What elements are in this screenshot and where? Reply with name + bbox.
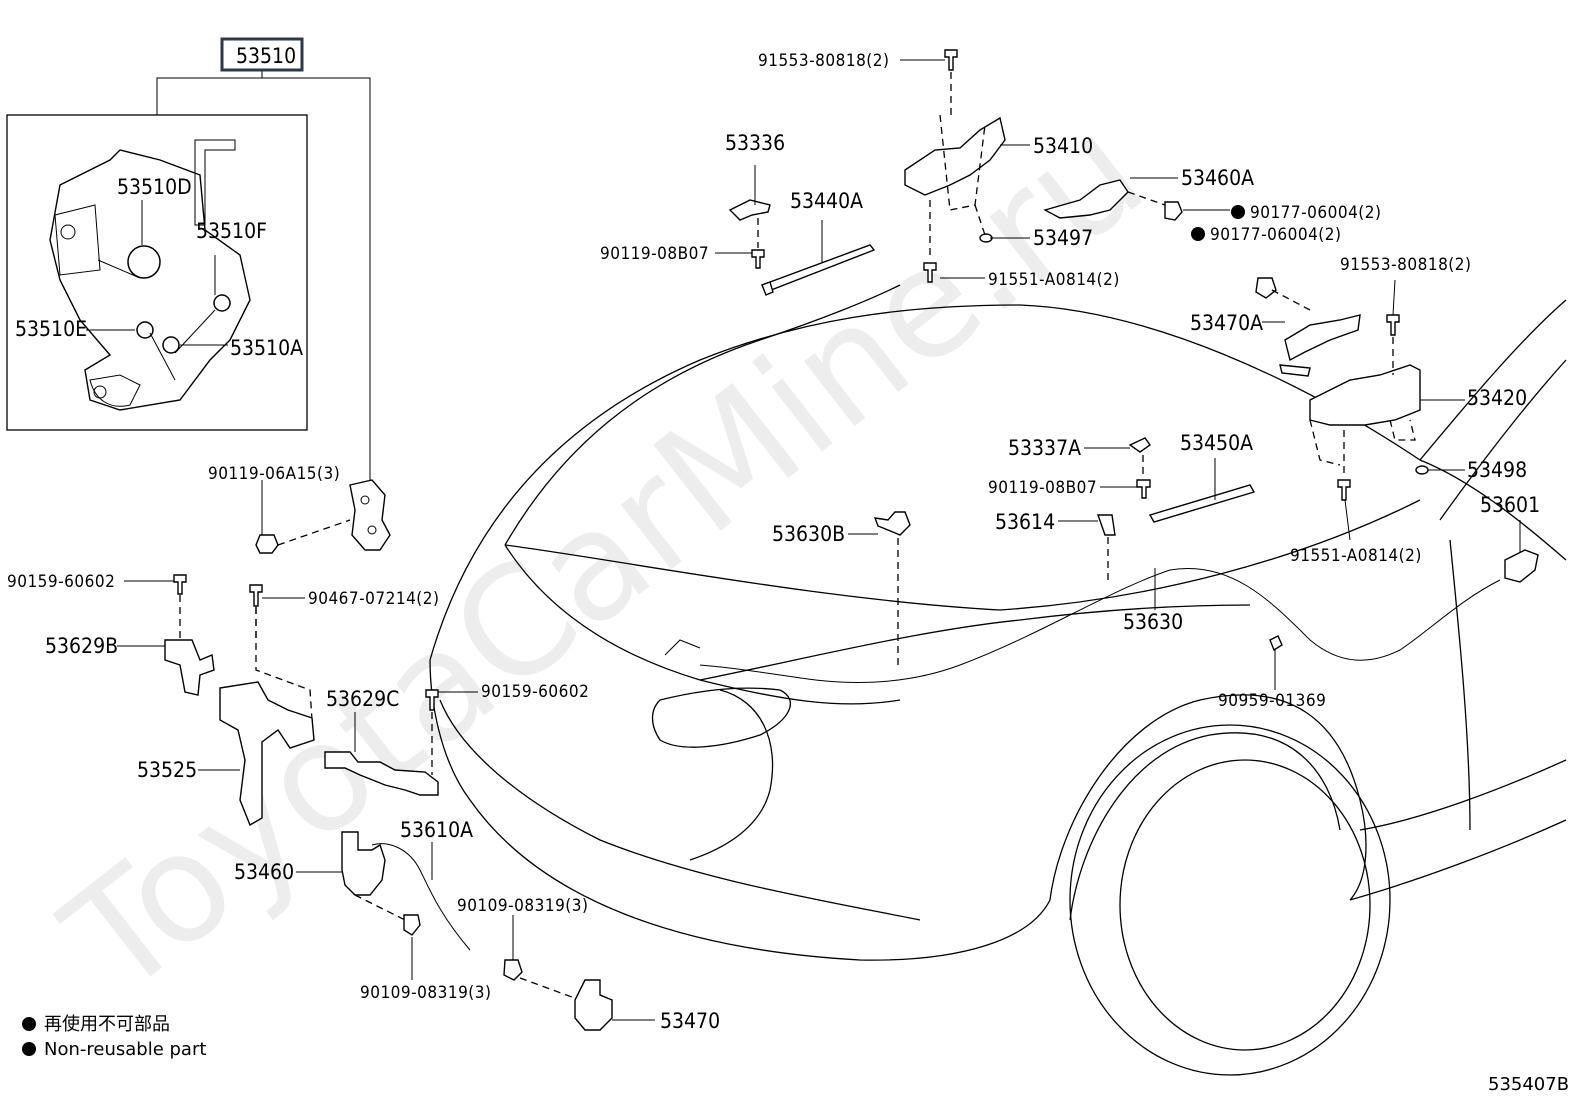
legend-marker-2 <box>22 1042 36 1056</box>
label-53510F: 53510F <box>196 219 267 243</box>
label-91553-80818-b: 91553-80818(2) <box>1340 255 1471 275</box>
hood-support-53450A <box>1148 484 1256 523</box>
diagram-id: 535407B <box>1488 1074 1569 1095</box>
clip-90959 <box>1269 635 1283 652</box>
bracket-53614 <box>1097 514 1116 536</box>
label-90959-01369: 90959-01369 <box>1218 691 1326 711</box>
legend-english: Non-reusable part <box>44 1039 206 1060</box>
label-53470: 53470 <box>660 1009 720 1033</box>
assembly-label: 53510 <box>236 44 296 68</box>
legend-marker-1 <box>22 1017 36 1031</box>
label-53510A: 53510A <box>230 336 303 360</box>
label-91553-80818-a: 91553-80818(2) <box>758 51 889 71</box>
label-90177-06004-b: 90177-06004(2) <box>1210 225 1341 245</box>
label-53440A: 53440A <box>790 189 863 213</box>
bracket-53336 <box>728 199 771 269</box>
bracket-53337A <box>1128 437 1151 499</box>
assembly-label-box <box>220 37 304 72</box>
bracket-53525 <box>219 681 315 827</box>
clip-bolt <box>173 574 263 607</box>
bolt-90109-a <box>403 914 421 936</box>
hinge-53410 <box>904 49 1006 283</box>
label-53410: 53410 <box>1033 134 1093 158</box>
label-91551-A0814-a: 91551-A0814(2) <box>988 270 1120 290</box>
non-reusable-marker-a <box>1231 205 1245 219</box>
hood-support-53440A <box>760 244 876 296</box>
bolt-90109-b <box>503 959 523 981</box>
label-53614: 53614 <box>995 510 1055 534</box>
label-53629B: 53629B <box>45 634 118 658</box>
actuator-53470A <box>1279 314 1361 377</box>
label-53525: 53525 <box>137 758 197 782</box>
clip-53630B <box>873 511 911 536</box>
label-53629C: 53629C <box>326 687 399 711</box>
bolt-part <box>255 534 279 554</box>
hood-lock-part <box>349 479 391 551</box>
label-53498: 53498 <box>1467 458 1527 482</box>
label-53497: 53497 <box>1033 226 1093 250</box>
label-53510D: 53510D <box>117 175 192 199</box>
label-53510E: 53510E <box>15 317 87 341</box>
hood-lock-assembly-inset <box>6 70 371 490</box>
label-91551-A0814-b: 91551-A0814(2) <box>1290 546 1422 566</box>
label-90159-60602-a: 90159-60602 <box>7 572 115 592</box>
label-90119-08B07-b: 90119-08B07 <box>988 478 1097 498</box>
label-90119-08B07-a: 90119-08B07 <box>600 244 709 264</box>
bracket-53629B <box>164 639 215 696</box>
nut-90177 <box>1255 277 1277 299</box>
release-handle-53601 <box>1504 549 1539 583</box>
release-cable-53630 <box>664 568 1501 683</box>
label-53460A: 53460A <box>1181 166 1254 190</box>
label-53337A: 53337A <box>1008 436 1081 460</box>
label-90159-60602-b: 90159-60602 <box>481 682 589 702</box>
leader-lines <box>117 59 1521 1021</box>
non-reusable-marker-b <box>1191 227 1205 241</box>
vehicle-body-outline <box>429 284 1567 1076</box>
label-90177-06004-a: 90177-06004(2) <box>1250 203 1381 223</box>
legend-japanese: 再使用不可部品 <box>44 1014 170 1035</box>
washer-53498 <box>1415 465 1429 475</box>
label-53450A: 53450A <box>1180 431 1253 455</box>
label-53630B: 53630B <box>772 522 845 546</box>
hinge-53420 <box>1309 314 1421 501</box>
label-53630: 53630 <box>1123 610 1183 634</box>
label-53460: 53460 <box>234 860 294 884</box>
label-53601: 53601 <box>1480 493 1540 517</box>
sensor-53470 <box>574 979 613 1031</box>
label-53470A: 53470A <box>1190 311 1263 335</box>
label-53610A: 53610A <box>400 818 473 842</box>
label-90109-08319-b: 90109-08319(3) <box>360 983 491 1003</box>
sensor-53460 <box>341 831 471 951</box>
label-90119-06A15: 90119-06A15(3) <box>208 464 340 484</box>
label-90467-07214: 90467-07214(2) <box>308 589 439 609</box>
label-53336: 53336 <box>725 131 785 155</box>
label-90109-08319-a: 90109-08319(3) <box>457 896 588 916</box>
label-53420: 53420 <box>1467 386 1527 410</box>
